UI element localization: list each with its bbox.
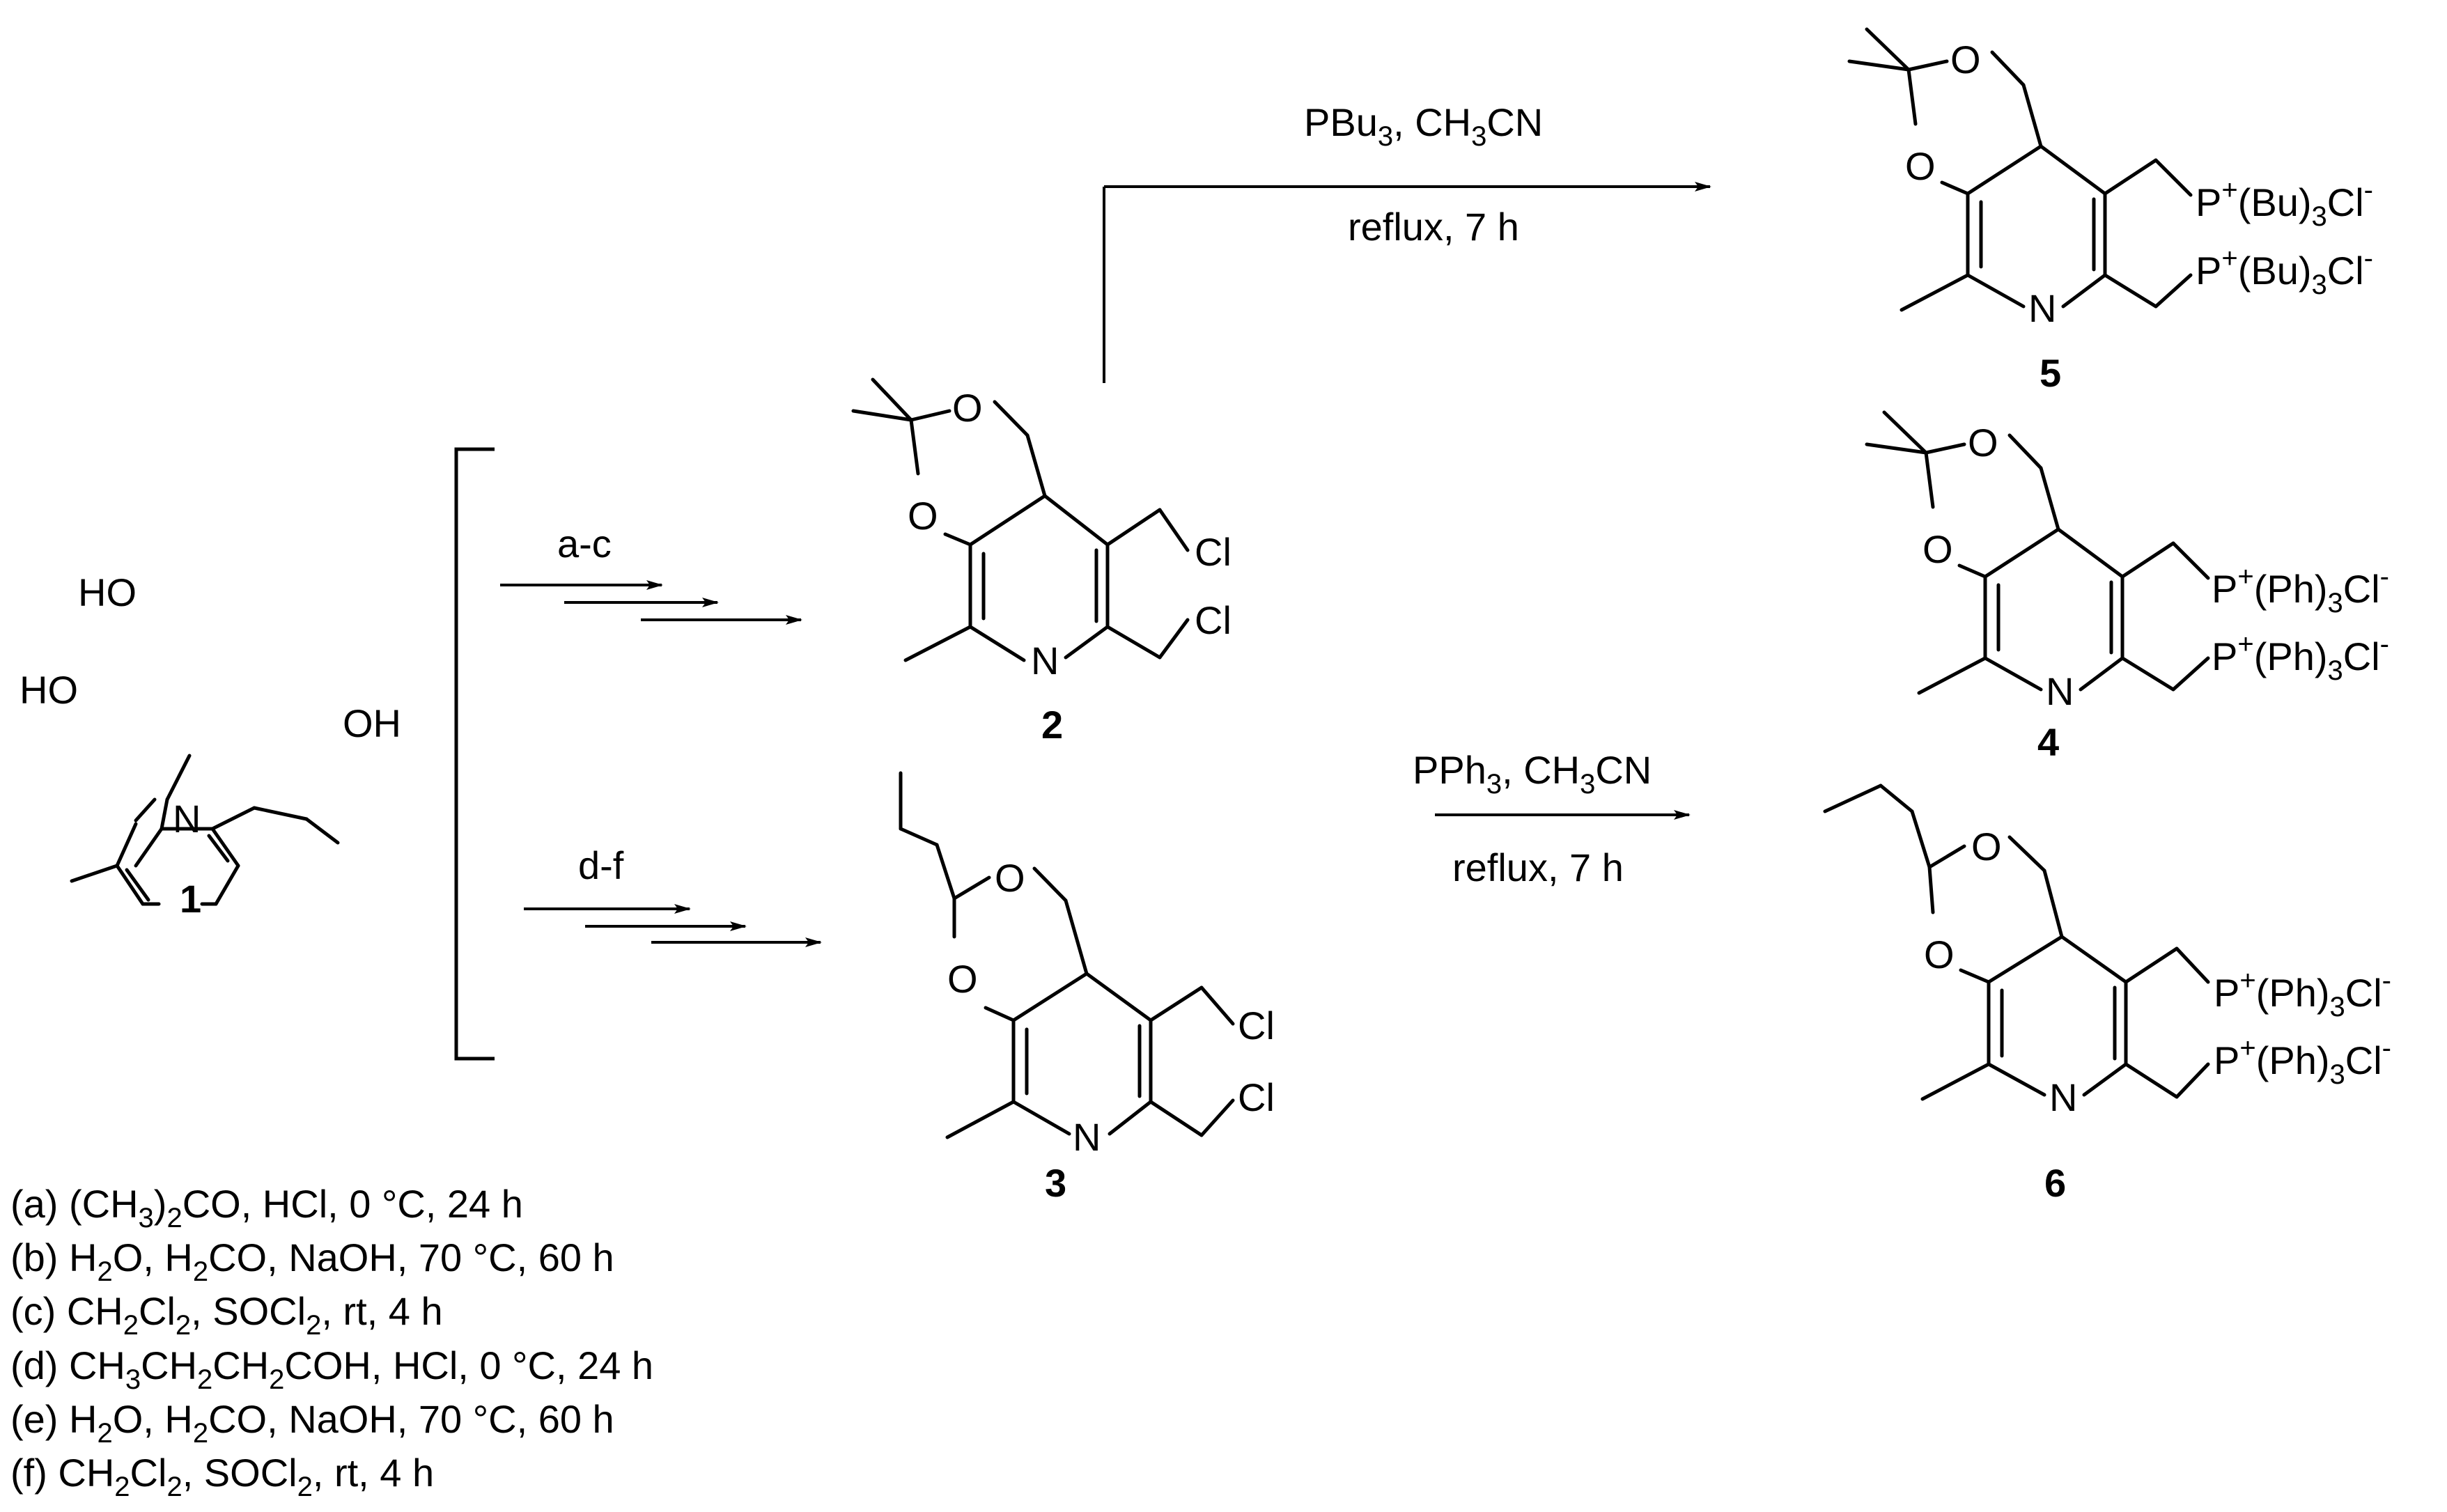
c2-o-top-label: O [952, 386, 983, 430]
compound-1-number: 1 [180, 877, 201, 921]
compound-2 [851, 377, 1190, 662]
condition-e: (e) H2O, H2CO, NaOH, 70 °C, 60 h [10, 1397, 614, 1449]
condition-c: (c) CH2Cl2, SOCl2, rt, 4 h [10, 1289, 443, 1341]
c5-o-top-label: O [1950, 38, 1981, 81]
compound-3 [899, 771, 1235, 1139]
compound-3-number: 3 [1045, 1161, 1066, 1205]
arrow-d-f [524, 904, 822, 947]
c2-cl-a-label: Cl [1195, 530, 1232, 574]
pbu3-reagent: PBu3, CH3CN [1304, 100, 1543, 152]
split-bracket [454, 447, 495, 1061]
c3-cl-a-label: Cl [1238, 1004, 1275, 1047]
pph3-reagent: PPh3, CH3CN [1413, 748, 1652, 800]
c4-o-top-label: O [1968, 421, 1998, 465]
arrow-d-f-label: d-f [578, 843, 624, 887]
c5-o-left-label: O [1905, 144, 1936, 188]
c3-o-left-label: O [947, 957, 978, 1001]
pph3-condition: reflux, 7 h [1452, 845, 1624, 889]
c4-phosphonium-a: P+(Ph)3Cl- [2212, 561, 2389, 618]
compound-5 [1847, 27, 2193, 312]
condition-d: (d) CH3CH2CH2COH, HCl, 0 °C, 24 h [10, 1343, 653, 1395]
c2-n-label: N [1031, 639, 1059, 683]
condition-f: (f) CH2Cl2, SOCl2, rt, 4 h [10, 1451, 434, 1502]
c3-n-label: N [1073, 1115, 1101, 1159]
compound-2-number: 2 [1041, 703, 1063, 747]
arrow-a-c-label: a-c [557, 522, 612, 566]
c6-phosphonium-a: P+(Ph)3Cl- [2214, 965, 2391, 1022]
compound-4 [1865, 410, 2210, 695]
c2-o-left-label: O [908, 494, 938, 538]
compound-5-number: 5 [2040, 351, 2061, 395]
c1-n-label: N [173, 797, 201, 841]
c1-oh-right-label: OH [343, 701, 401, 745]
c2-cl-b-label: Cl [1195, 598, 1232, 642]
c1-ho-top-label: HO [78, 570, 137, 614]
c6-phosphonium-b: P+(Ph)3Cl- [2214, 1033, 2391, 1090]
condition-b: (b) H2O, H2CO, NaOH, 70 °C, 60 h [10, 1236, 614, 1287]
pbu3-condition: reflux, 7 h [1348, 205, 1519, 249]
c4-phosphonium-b: P+(Ph)3Cl- [2212, 629, 2389, 686]
c3-o-top-label: O [995, 856, 1025, 900]
compound-6-number: 6 [2044, 1161, 2066, 1205]
compound-6 [1823, 784, 2210, 1101]
c1-ho-left-label: HO [20, 668, 78, 712]
conditions-list: (a) (CH3)2CO, HCl, 0 °C, 24 h (b) H2O, H… [10, 1182, 653, 1502]
condition-a: (a) (CH3)2CO, HCl, 0 °C, 24 h [10, 1182, 523, 1233]
c4-o-left-label: O [1922, 527, 1953, 571]
compound-1 [70, 754, 340, 906]
compound-4-number: 4 [2037, 720, 2059, 764]
arrow-a-c [500, 580, 802, 625]
c6-o-top-label: O [1971, 825, 2002, 868]
arrow-pbu3 [1103, 182, 1711, 383]
c5-n-label: N [2028, 286, 2056, 330]
c6-o-left-label: O [1924, 933, 1955, 976]
c4-n-label: N [2046, 669, 2074, 713]
c3-cl-b-label: Cl [1238, 1075, 1275, 1119]
c6-n-label: N [2049, 1075, 2077, 1119]
c5-phosphonium-b: P+(Bu)3Cl- [2196, 243, 2373, 300]
c5-phosphonium-a: P+(Bu)3Cl- [2196, 175, 2373, 232]
